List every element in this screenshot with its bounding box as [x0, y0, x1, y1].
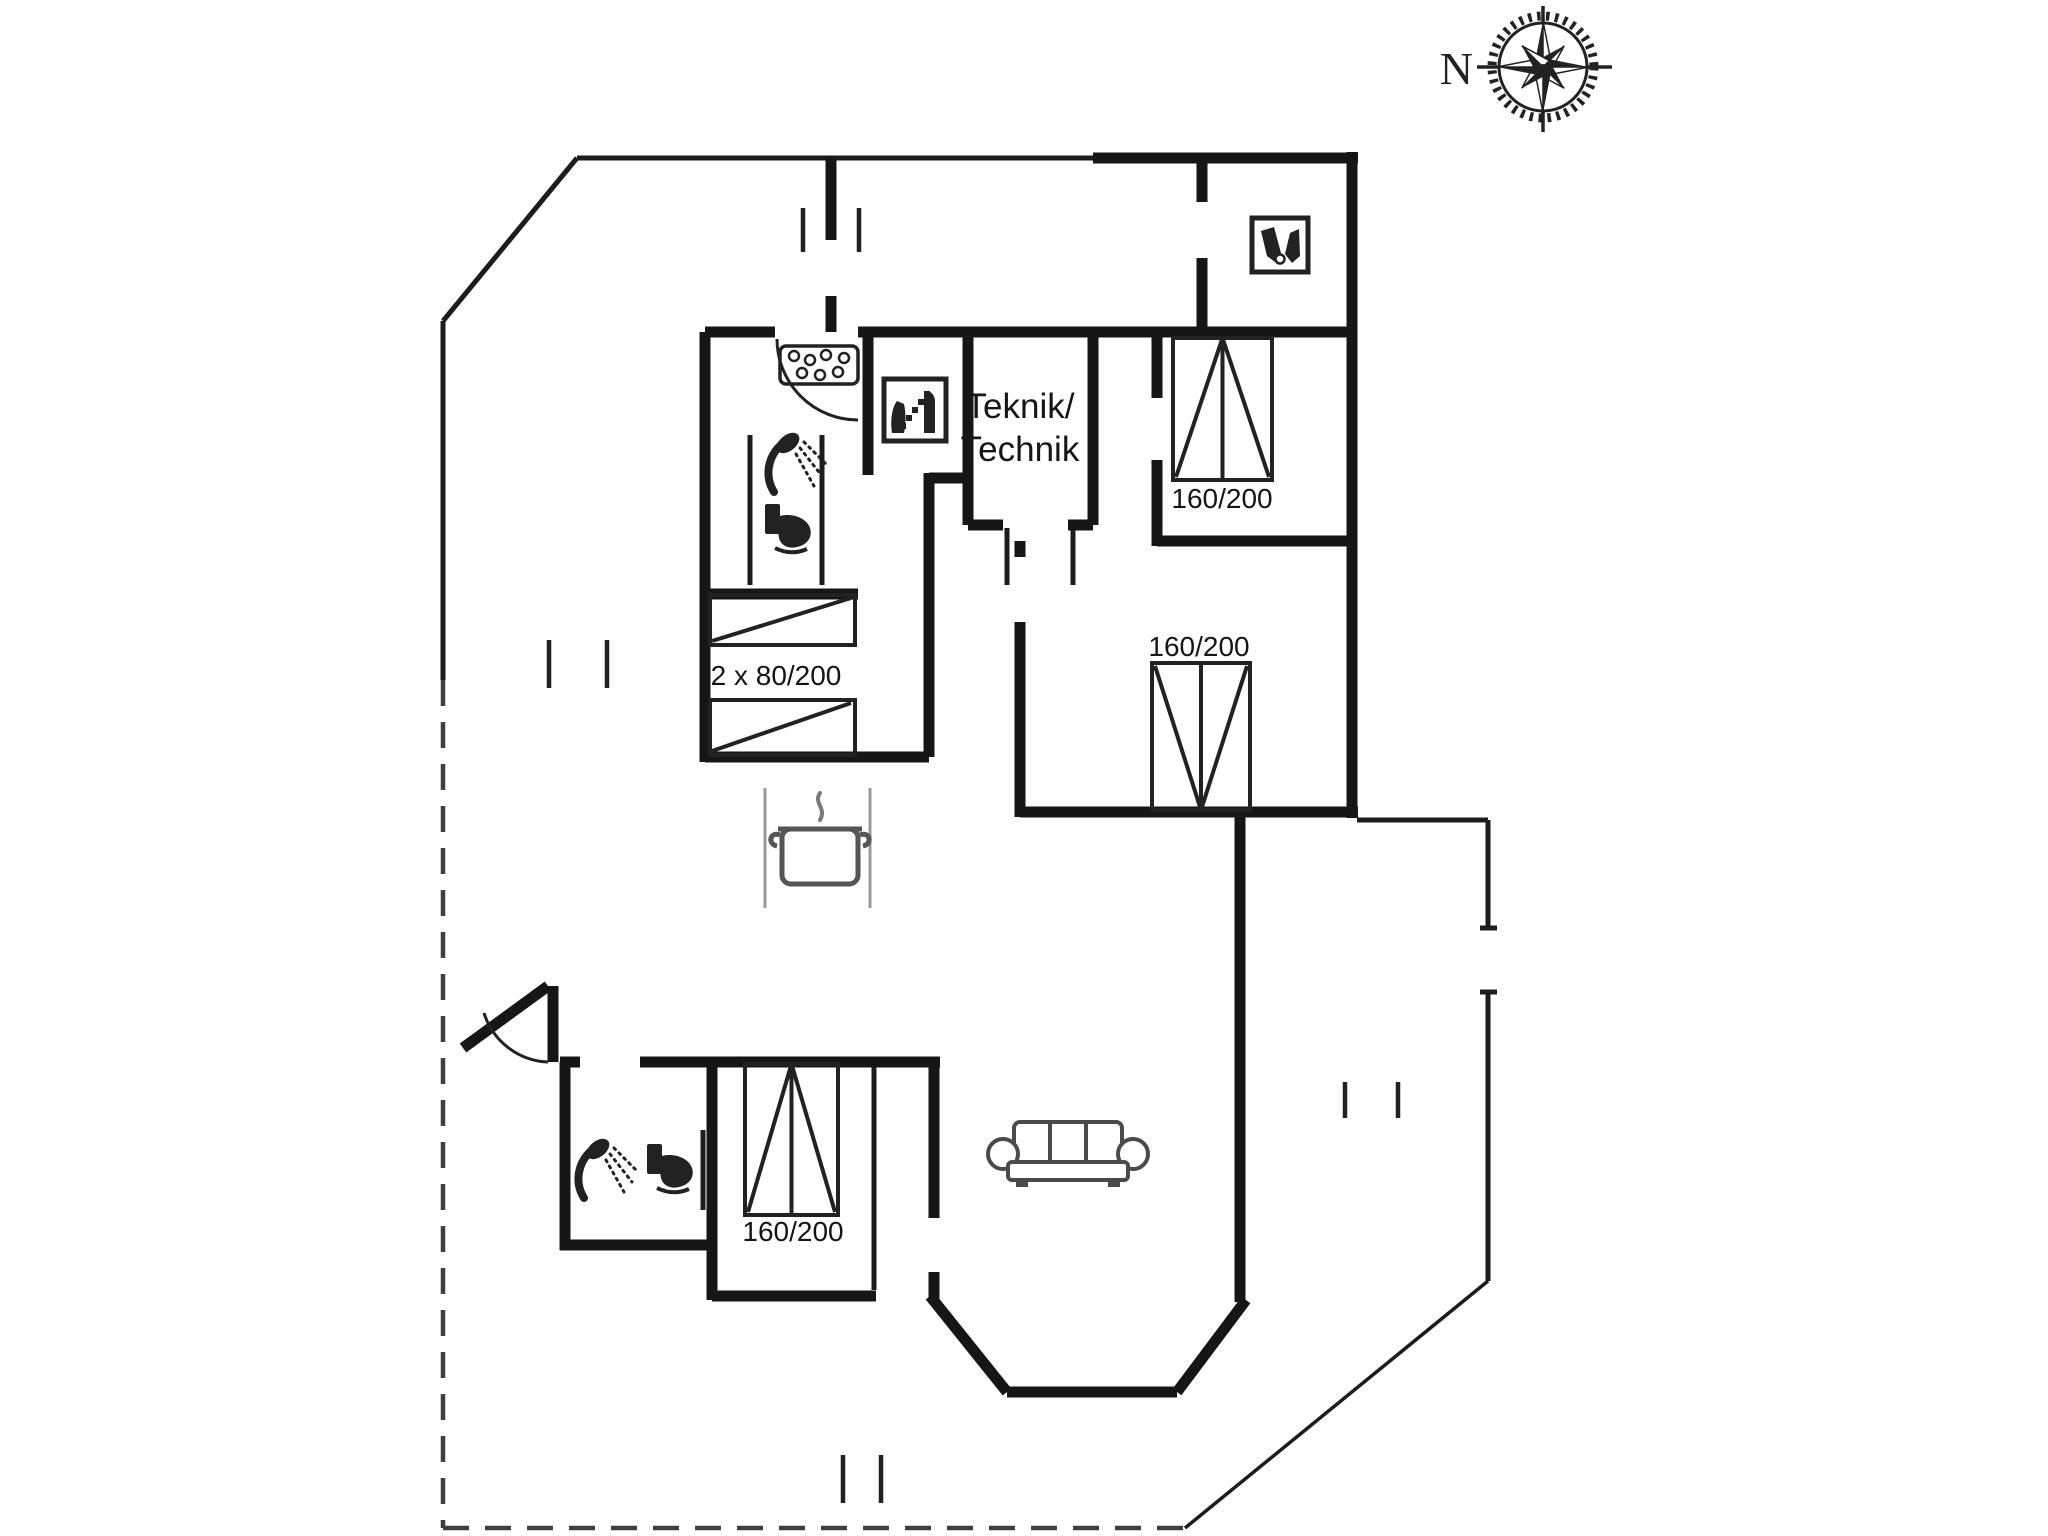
double-bed-south: 160/200: [742, 1062, 844, 1247]
furniture-icons: [574, 215, 1311, 1202]
bunk-size-label: 2 x 80/200: [711, 660, 842, 691]
toilet-icon-second-bath: [647, 1144, 693, 1195]
double-bed-north: 160/200: [1171, 336, 1274, 514]
bunk-beds: 2 x 80/200: [708, 593, 857, 757]
double-bed-middle: 160/200: [1148, 631, 1252, 812]
beds: 160/200 160/200 160/200: [742, 336, 1274, 1247]
bed-size-label: 160/200: [742, 1216, 843, 1247]
sauna-heater-icon: [778, 344, 860, 386]
window-ticks: [546, 208, 1401, 1503]
shower-icon-second-bath: [574, 1138, 640, 1202]
sofa-icon: [986, 1120, 1150, 1187]
room-label-teknik: Technik: [961, 430, 1080, 469]
room-labels: Teknik/Technik: [961, 387, 1080, 469]
kitchen-counter-lines: [763, 788, 872, 908]
bed-size-label: 160/200: [1171, 483, 1272, 514]
tv-icon: [1249, 215, 1311, 275]
dashed-boundary: [440, 680, 1185, 1531]
compass-rose: N: [1440, 6, 1612, 132]
shower-icon-main-bath: [764, 432, 830, 496]
dishwasher-icon: [881, 376, 949, 444]
bed-size-label: 160/200: [1148, 631, 1249, 662]
room-label-teknik: Teknik/: [966, 387, 1075, 426]
toilet-icon-main-bath: [765, 504, 811, 555]
compass-north-label: N: [1440, 43, 1473, 94]
cooking-pot-icon: [768, 791, 872, 887]
entry-door-swing: [482, 1012, 549, 1064]
